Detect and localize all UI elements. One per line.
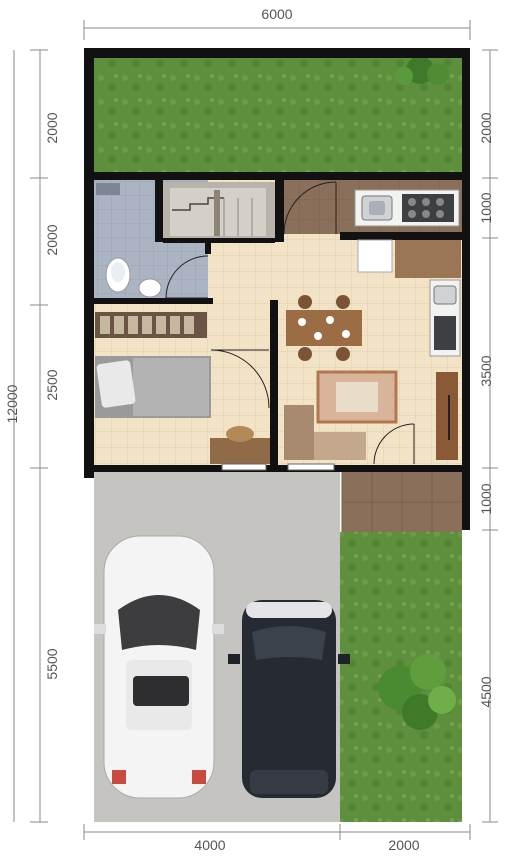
back-door — [283, 181, 337, 235]
dimension-lines — [13, 20, 498, 840]
living-room — [284, 370, 458, 471]
dim-right-3: 3500 — [478, 355, 494, 387]
bedroom-furniture — [95, 312, 270, 471]
dim-bottom-1: 4000 — [194, 837, 226, 853]
staircase — [163, 182, 275, 238]
back-shrub — [395, 56, 449, 85]
dim-left-total: 12000 — [4, 384, 20, 424]
front-shrub — [378, 654, 456, 730]
dim-left-1: 2000 — [44, 112, 60, 144]
dim-left-4: 5500 — [44, 648, 60, 680]
car-white — [94, 535, 224, 799]
kitchen-counter — [354, 189, 461, 357]
dim-top-width: 6000 — [261, 6, 293, 22]
dim-left-2: 2000 — [44, 224, 60, 256]
walls — [84, 48, 470, 530]
car-dark — [228, 600, 350, 798]
dim-right-4: 1000 — [478, 483, 494, 515]
dim-left-3: 2500 — [44, 369, 60, 401]
dim-right-5: 4500 — [478, 676, 494, 708]
dim-right-1: 2000 — [478, 112, 494, 144]
dim-right-2: 1000 — [478, 192, 494, 224]
bathroom-fixtures — [96, 183, 209, 299]
dining-set — [286, 295, 362, 361]
kitchen-side-floor — [395, 240, 461, 278]
dim-bottom-2: 2000 — [388, 837, 420, 853]
